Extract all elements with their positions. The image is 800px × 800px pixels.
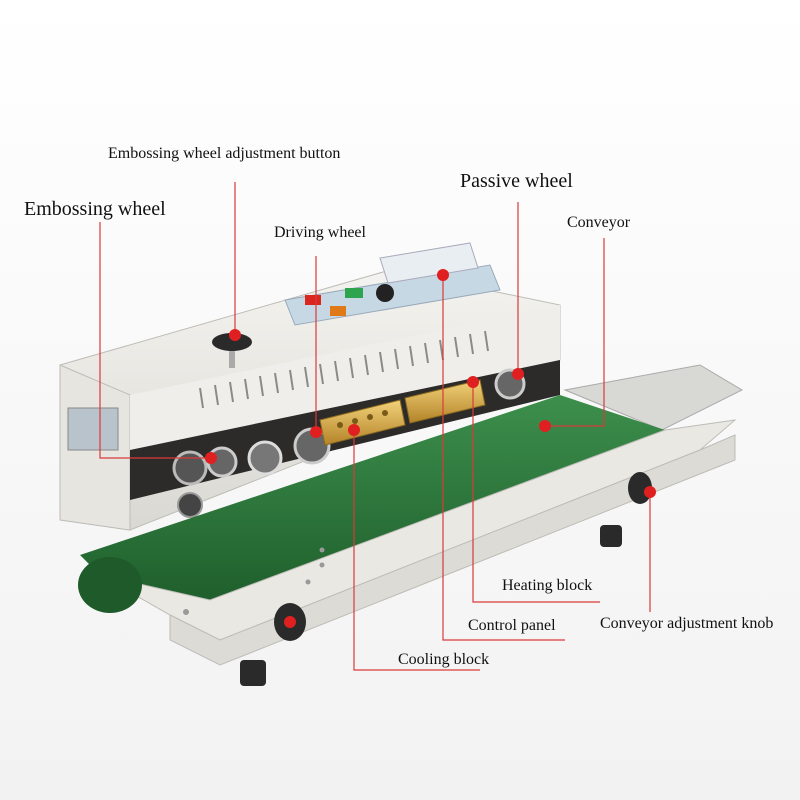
dot-heating-block <box>467 376 479 388</box>
adjustment-knob-graphic <box>212 333 252 368</box>
conveyor-graphic <box>78 364 744 686</box>
dot-passive-wheel <box>512 368 524 380</box>
leader-lines <box>99 182 651 671</box>
marker-dots <box>205 269 656 628</box>
label-heating-block: Heating block <box>502 577 593 594</box>
label-cooling-block: Cooling block <box>398 651 490 668</box>
label-embossing-wheel: Embossing wheel <box>24 198 166 220</box>
dot-adjustment-button <box>229 329 241 341</box>
dot-front-knob <box>284 616 296 628</box>
heating-cooling-blocks <box>319 379 486 446</box>
label-conveyor-adjustment-knob: Conveyor adjustment knob <box>600 615 774 632</box>
label-conveyor: Conveyor <box>567 214 631 231</box>
vent-slots <box>199 330 489 409</box>
label-driving-wheel: Driving wheel <box>274 224 366 241</box>
leader-cooling-block <box>353 430 480 671</box>
dot-control-panel <box>437 269 449 281</box>
leader-heating-block <box>472 382 600 603</box>
conveyor-belt <box>80 395 665 600</box>
dot-conveyor <box>539 420 551 432</box>
leader-embossing-wheel <box>99 222 206 459</box>
label-passive-wheel: Passive wheel <box>460 170 573 192</box>
green-switch <box>345 288 363 298</box>
leader-control-panel <box>442 275 565 641</box>
label-embossing-wheel-adjustment-button: Embossing wheel adjustment button <box>108 145 341 162</box>
temp-controller-cover <box>379 242 479 284</box>
dot-embossing-wheel <box>205 452 217 464</box>
label-control-panel: Control panel <box>468 617 556 634</box>
dot-cooling-block <box>348 424 360 436</box>
power-switch <box>305 295 321 305</box>
dot-conveyor-knob <box>644 486 656 498</box>
foot-left <box>240 660 266 686</box>
dot-driving-wheel <box>310 426 322 438</box>
leader-conveyor <box>545 238 605 427</box>
indicator-light <box>330 306 346 316</box>
conveyor-end-plate <box>563 364 744 431</box>
side-window <box>67 407 119 451</box>
temperature-dial <box>376 284 394 302</box>
foot-right <box>600 525 622 547</box>
